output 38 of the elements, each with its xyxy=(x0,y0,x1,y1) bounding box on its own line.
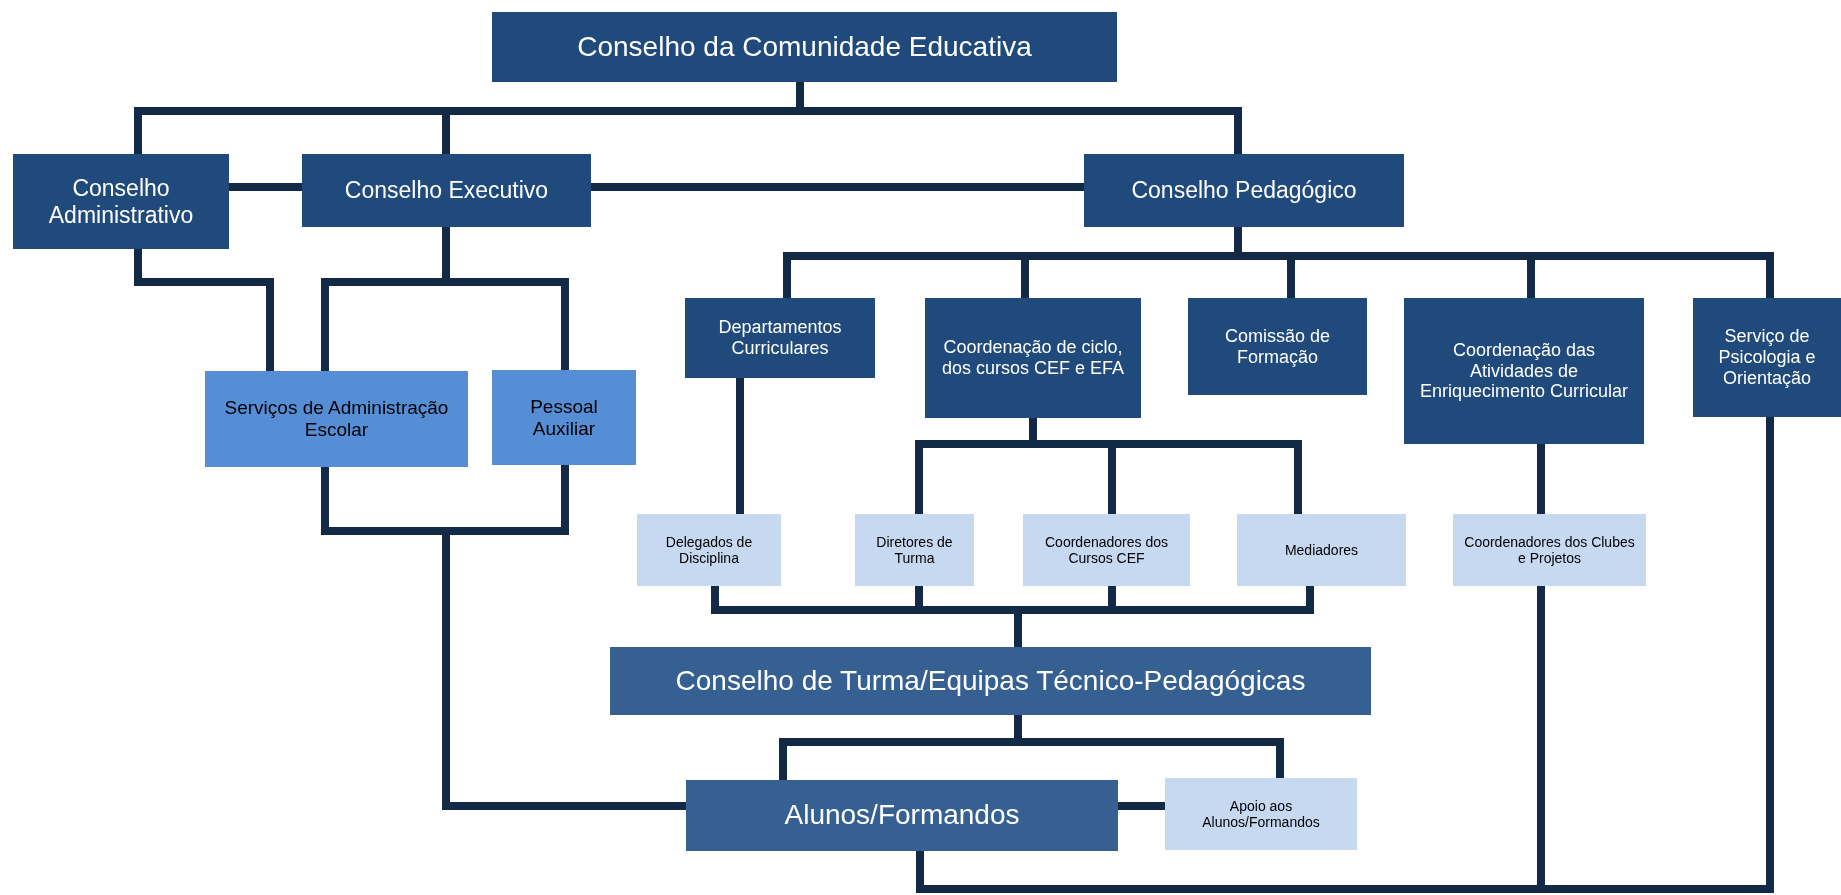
unit-name: Coordenadores dos Cursos CEF xyxy=(1044,533,1169,567)
unit-name: Serviço de Psicologia e Orientação xyxy=(1717,326,1817,389)
org-unit-box xyxy=(1237,514,1406,586)
unit-name: Conselho Pedagógico xyxy=(1131,177,1357,204)
unit-name: Delegados de Disciplina xyxy=(664,533,754,567)
unit-name: Serviços de Administração Escolar xyxy=(223,397,450,441)
org-unit-box xyxy=(1188,298,1367,395)
org-unit-box xyxy=(205,371,468,467)
unit-name: Coordenação de ciclo, dos cursos CEF e EFA xyxy=(940,337,1126,379)
org-unit-box xyxy=(1165,778,1357,850)
org-unit-box xyxy=(925,298,1141,418)
org-unit-box xyxy=(302,154,591,227)
unit-name: Conselho Executivo xyxy=(344,177,549,204)
unit-name: Diretores de Turma xyxy=(875,533,954,567)
unit-name: Departamentos Curriculares xyxy=(717,317,843,359)
unit-name: Apoio aos Alunos/Formandos xyxy=(1201,797,1321,831)
org-unit-box xyxy=(610,647,1371,715)
unit-name: Comissão de Formação xyxy=(1223,325,1331,368)
unit-name: Conselho da Comunidade Educativa xyxy=(577,30,1032,64)
org-unit-box xyxy=(1693,298,1841,417)
org-unit-box xyxy=(492,12,1117,82)
unit-name: Alunos/Formandos xyxy=(784,799,1020,832)
unit-name: Conselho de Turma/Equipas Técnico-Pedagógicas xyxy=(675,664,1306,698)
org-unit-box xyxy=(855,514,974,586)
org-unit-box xyxy=(1023,514,1190,586)
org-unit-box xyxy=(686,780,1118,851)
unit-name: Pessoal Auxiliar xyxy=(529,395,599,440)
org-unit-box xyxy=(1084,154,1404,227)
org-unit-box xyxy=(685,298,875,378)
unit-name: Coordenação das Atividades de Enriquecimento Curricular xyxy=(1418,339,1630,403)
org-unit-box xyxy=(637,514,781,586)
org-unit-box xyxy=(1453,514,1646,586)
org-unit-box xyxy=(1404,298,1644,444)
org-unit-box xyxy=(492,370,636,465)
unit-name: Conselho Administrativo xyxy=(47,175,195,228)
unit-name: Mediadores xyxy=(1284,541,1359,559)
org-unit-box xyxy=(13,154,229,249)
unit-name: Coordenadores dos Clubes e Projetos xyxy=(1463,533,1636,567)
